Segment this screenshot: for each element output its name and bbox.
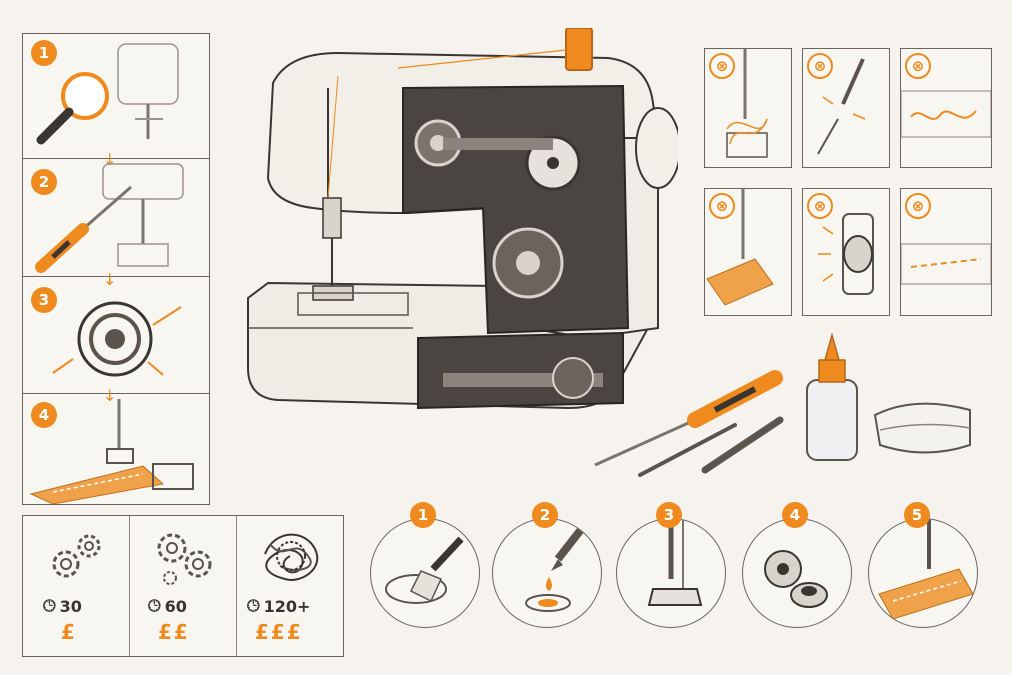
diagnosis-step-1: 1 — [23, 34, 209, 159]
price-level: £££ — [255, 620, 303, 644]
three-gears-icon — [157, 533, 212, 585]
maintenance-step-3 — [616, 518, 726, 628]
thread-nest-icon — [726, 49, 768, 158]
stitch-test-icon — [878, 519, 974, 620]
screwdriver-icon — [35, 163, 184, 273]
cost-level-1: 🕒︎30 £ — [23, 516, 130, 656]
step-number-badge: 4 — [31, 402, 57, 428]
time-label: 🕒︎30 — [43, 596, 82, 616]
error-x-icon: ⊗ — [807, 193, 833, 219]
uneven-stitch-icon — [901, 243, 991, 285]
two-gears-icon — [52, 534, 101, 578]
cost-level-2: 🕒︎60 ££ — [130, 516, 237, 656]
step-number-badge: 5 — [904, 502, 930, 528]
arrow-down-icon: ↓ — [103, 270, 117, 289]
cloth-icon — [873, 402, 971, 454]
step-number-badge: 4 — [782, 502, 808, 528]
problem-noisy-handwheel: ⊗ — [802, 188, 890, 316]
thread-spool — [565, 28, 593, 71]
error-x-icon: ⊗ — [709, 193, 735, 219]
bobbin-case-icon — [52, 301, 182, 377]
sewing-machine-cutaway — [247, 28, 678, 410]
clock-icon: 🕒︎ — [43, 596, 56, 615]
problem-fabric-feed: ⊗ — [704, 188, 792, 316]
test-stitch-icon — [29, 399, 194, 504]
step-number-badge: 1 — [31, 40, 57, 66]
screwdriver-icon — [594, 418, 696, 467]
oil-drop-icon — [525, 524, 587, 612]
cost-level-3: 🕒︎120+ £££ — [237, 516, 343, 656]
broken-needle-icon — [817, 58, 866, 155]
clock-icon: 🕒︎ — [247, 596, 260, 615]
magnifier-icon — [36, 43, 179, 145]
clock-icon: 🕒︎ — [148, 596, 161, 615]
tools-illustration — [594, 332, 971, 477]
arrow-down-icon: ↓ — [103, 386, 117, 405]
maintenance-step-5 — [868, 518, 978, 628]
diagnosis-step-4: 4 — [23, 394, 209, 504]
time-label: 🕒︎60 — [148, 596, 187, 616]
problem-thread-nest: ⊗ — [704, 48, 792, 168]
price-level: ££ — [158, 620, 190, 644]
handwheel — [635, 107, 678, 189]
maintenance-step-2 — [492, 518, 602, 628]
step-number-badge: 3 — [656, 502, 682, 528]
problem-broken-needle: ⊗ — [802, 48, 890, 168]
oil-bottle-icon — [806, 379, 858, 461]
error-x-icon: ⊗ — [905, 53, 931, 79]
step-number-badge: 3 — [31, 287, 57, 313]
skipped-stitches-icon — [901, 90, 991, 138]
time-value: 60 — [164, 596, 187, 616]
cleaning-brush-icon — [701, 416, 784, 474]
diagnosis-step-2: 2 — [23, 159, 209, 277]
problem-uneven-stitch: ⊗ — [900, 188, 992, 316]
maintenance-step-1 — [370, 518, 480, 628]
cost-levels-panel: 🕒︎30 £ 🕒︎60 ££ 🕒︎120+ £££ — [22, 515, 344, 657]
step-number-badge: 1 — [410, 502, 436, 528]
step-number-badge: 2 — [31, 169, 57, 195]
bobbins-icon — [764, 550, 828, 608]
time-value: 120+ — [263, 596, 311, 616]
error-x-icon: ⊗ — [905, 193, 931, 219]
time-label: 🕒︎120+ — [247, 596, 310, 616]
brush-clean-icon — [385, 536, 464, 604]
noisy-handwheel-icon — [818, 213, 874, 295]
problem-skipped-stitches: ⊗ — [900, 48, 992, 168]
diagnosis-step-3: 3 — [23, 277, 209, 394]
price-level: £ — [61, 620, 77, 644]
problems-grid: ⊗ ⊗ ⊗ ⊗ ⊗ — [704, 48, 992, 316]
error-x-icon: ⊗ — [709, 53, 735, 79]
error-x-icon: ⊗ — [807, 53, 833, 79]
awl-icon — [638, 423, 737, 477]
step-number-badge: 2 — [532, 502, 558, 528]
diagnosis-steps-panel: 1 ↓ 2 ↓ 3 ↓ — [22, 33, 210, 505]
time-value: 30 — [59, 596, 82, 616]
maintenance-step-4 — [742, 518, 852, 628]
presser-foot-icon — [647, 519, 703, 606]
fabric-feed-icon — [706, 189, 774, 306]
tangled-gears-icon — [264, 533, 319, 581]
